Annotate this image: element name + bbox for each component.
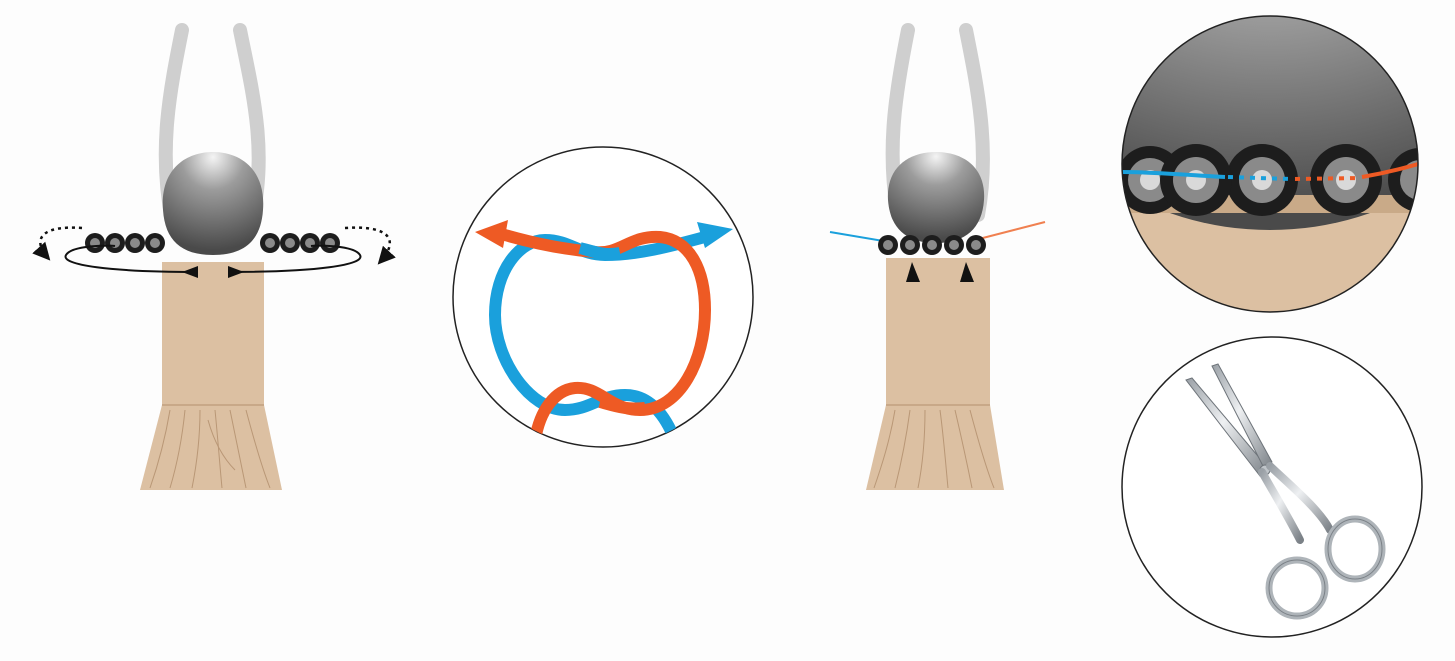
panel-1-tassel bbox=[40, 30, 389, 490]
tassel-cap bbox=[886, 258, 990, 408]
sequin-ring bbox=[878, 235, 986, 255]
panel-4-closeup bbox=[1040, 0, 1455, 312]
tassel-cap bbox=[162, 262, 264, 408]
large-bead bbox=[163, 152, 263, 255]
large-bead bbox=[888, 152, 984, 243]
panel-3-tassel bbox=[830, 30, 1045, 490]
tassel-fringe bbox=[140, 405, 282, 490]
panel-5-scissors bbox=[1122, 337, 1422, 637]
dotted-arrow-left bbox=[40, 228, 82, 258]
dotted-arrow-right bbox=[345, 228, 390, 262]
panel-2-knot bbox=[453, 147, 753, 447]
sequin-row-right bbox=[260, 233, 340, 253]
orange-thread-tail bbox=[975, 222, 1045, 240]
sequin-row-left bbox=[85, 233, 165, 253]
